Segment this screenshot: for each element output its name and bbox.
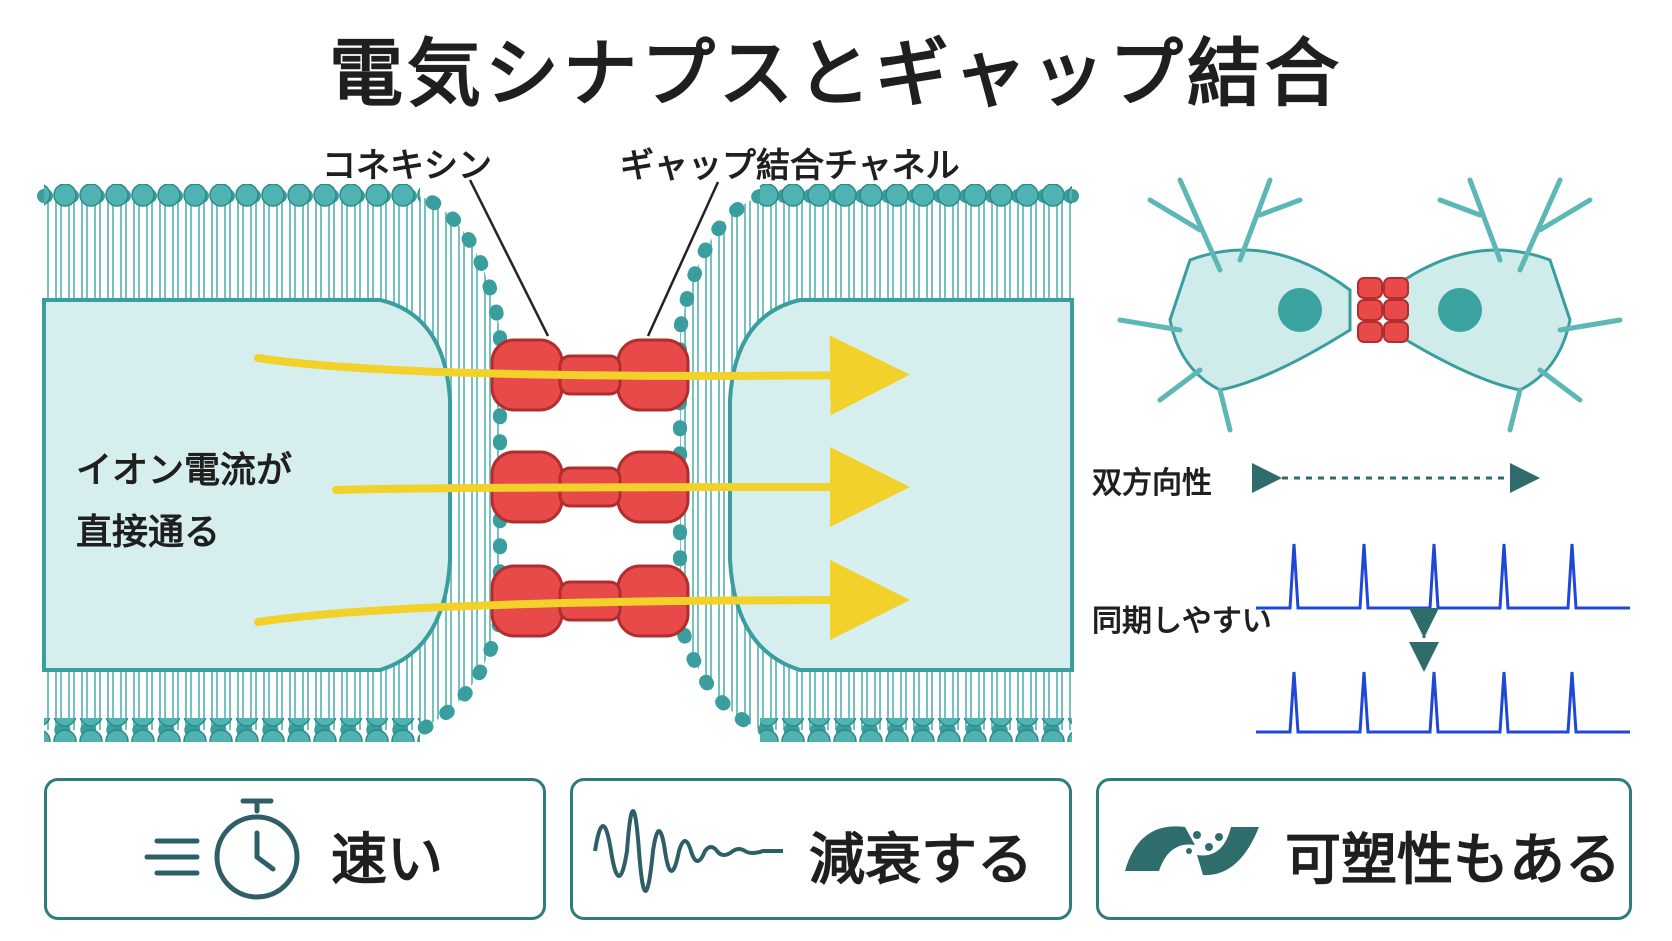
card-fast-text: 速い — [331, 828, 443, 893]
page-title: 電気シナプスとギャップ結合 — [329, 31, 1343, 117]
spike-trace-top — [1256, 543, 1630, 610]
right-cell — [673, 184, 1079, 742]
card-plasticity-text: 可塑性もある — [1285, 828, 1621, 893]
synchronized-spike-traces — [1256, 543, 1630, 734]
card-decay: 減衰する — [570, 778, 1072, 920]
bidirectional-label: 双方向性 — [1092, 466, 1212, 501]
card-plasticity: 可塑性もある — [1096, 778, 1632, 920]
spike-trace-bottom — [1256, 671, 1630, 734]
ion-current-label: イオン電流が 直接通る — [76, 440, 292, 564]
channel-pointer — [646, 181, 720, 337]
connexin-label: コネキシン — [322, 146, 492, 186]
left-cell — [37, 184, 507, 742]
damped-wave-icon — [593, 809, 783, 893]
neuron-pair-illustration — [1117, 177, 1623, 433]
ion-current-label-line2: 直接通る — [76, 512, 221, 553]
gap-channel-label: ギャップ結合チャネル — [620, 146, 960, 186]
stopwatch-icon — [144, 798, 300, 900]
synchrony-label: 同期しやすい — [1092, 604, 1272, 639]
ion-current-arrows — [254, 335, 910, 641]
connexin-pointer — [468, 179, 550, 337]
ion-current-label-line1: イオン電流が — [76, 450, 293, 491]
card-decay-text: 減衰する — [809, 828, 1033, 893]
synapse-release-icon — [1125, 826, 1259, 876]
card-fast: 速い — [44, 778, 546, 920]
